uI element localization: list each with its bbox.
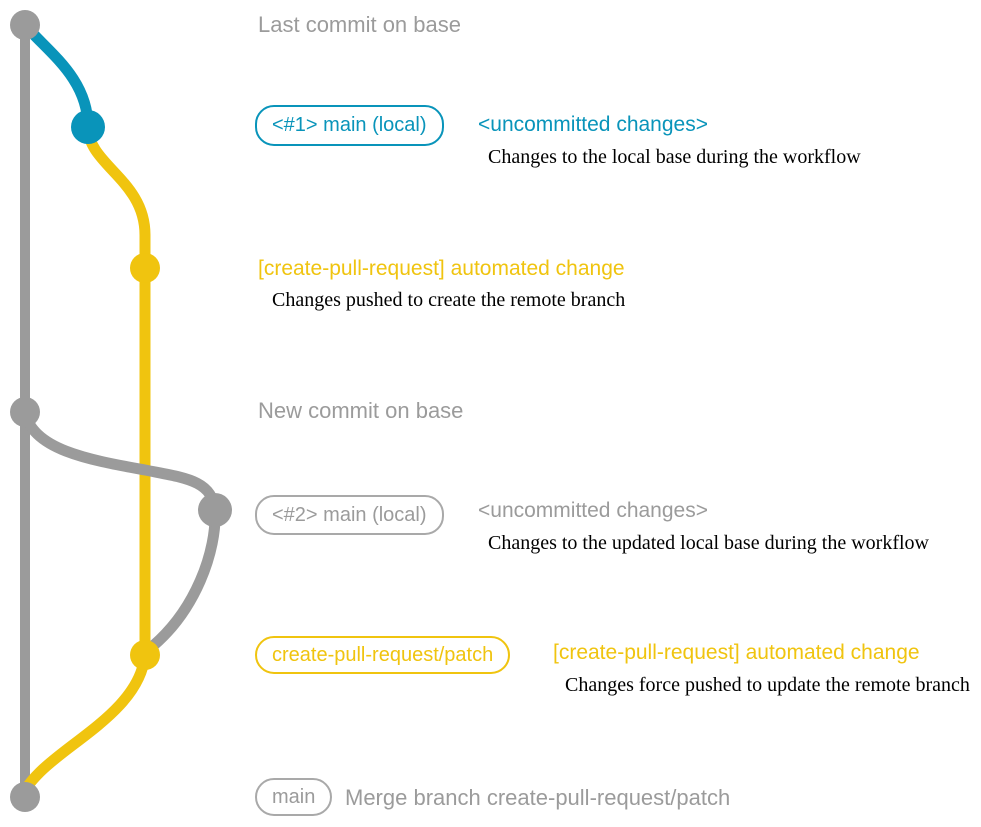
uncommitted-changes-status-2: <uncommitted changes>	[478, 499, 708, 522]
new-commit-heading: New commit on base	[258, 398, 464, 423]
branch-badge-patch: create-pull-request/patch	[255, 636, 511, 674]
uncommitted-changes-status-1: <uncommitted changes>	[478, 113, 708, 136]
local-base-description-1: Changes to the local base during the wor…	[488, 146, 861, 168]
commit-dot-patch-1	[130, 253, 160, 283]
local-main-branch-curve	[19, 19, 94, 133]
branch-badge-main: main	[255, 778, 333, 816]
commit-message-automated-1: [create-pull-request] automated change	[258, 257, 625, 280]
updated-local-branch-curve-out	[19, 406, 221, 516]
patch-branch-line	[82, 121, 151, 661]
commit-dot-main-local-1	[71, 110, 105, 144]
push-description-2: Changes force pushed to update the remot…	[565, 674, 970, 696]
push-description-1: Changes pushed to create the remote bran…	[272, 289, 626, 311]
commit-dot-patch-2	[130, 640, 160, 670]
commit-dot-base-last	[10, 10, 40, 40]
patch-merge-curve	[19, 649, 151, 803]
commit-graph	[10, 10, 232, 812]
local-base-description-2: Changes to the updated local base during…	[488, 532, 929, 554]
updated-local-branch-curve-in	[142, 504, 221, 656]
last-commit-heading: Last commit on base	[258, 12, 461, 37]
merge-commit-message: Merge branch create-pull-request/patch	[345, 785, 731, 810]
commit-message-automated-2: [create-pull-request] automated change	[553, 641, 920, 664]
branch-badge-main-local-2: <#2> main (local)	[255, 495, 444, 535]
commit-dot-base-new	[10, 397, 40, 427]
commit-dot-main-local-2	[198, 493, 232, 527]
commit-dot-merge	[10, 782, 40, 812]
branch-badge-main-local-1: <#1> main (local)	[255, 105, 444, 146]
